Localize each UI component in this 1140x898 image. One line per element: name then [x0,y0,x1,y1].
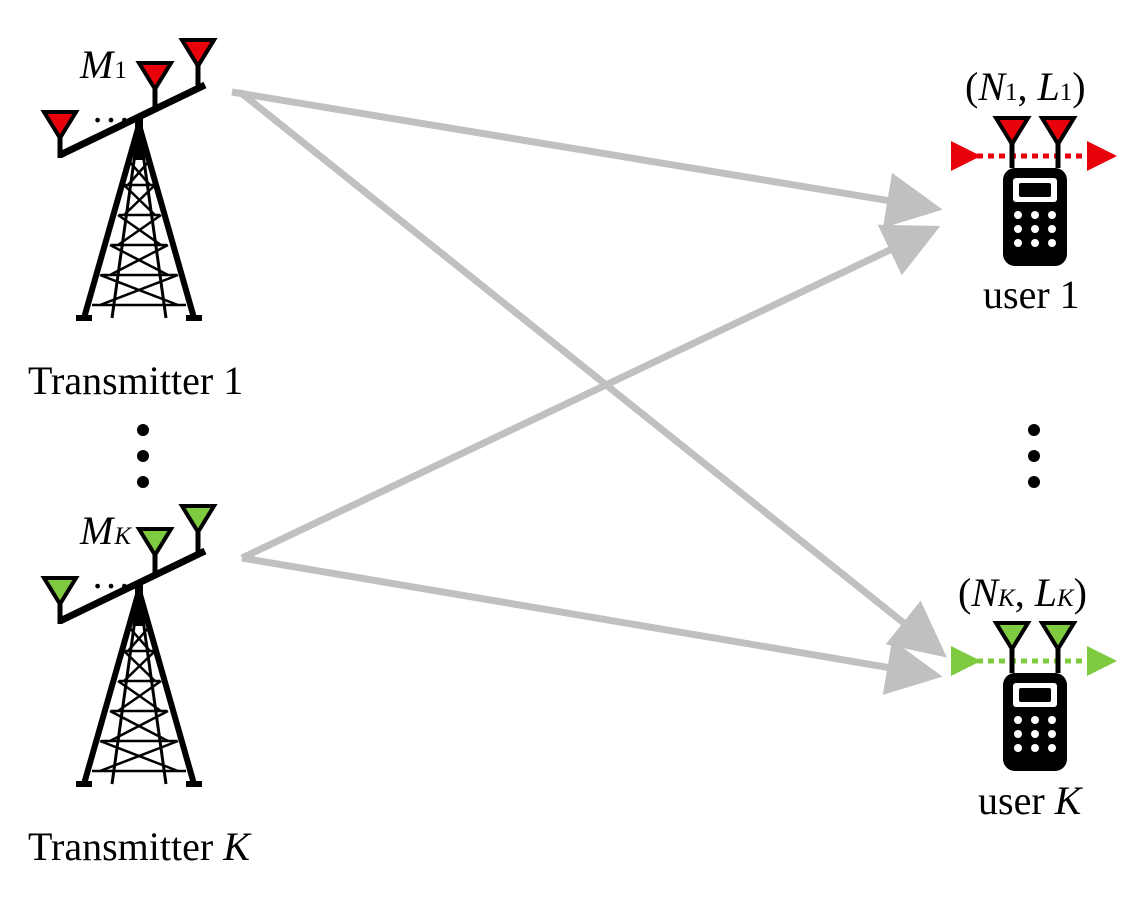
link-txK-user1 [240,224,941,562]
link-txK-userK [241,554,943,695]
channel-links [231,88,947,695]
link-tx1-user1 [231,88,943,229]
antenna-icons [40,504,218,608]
link-tx1-userK [237,89,947,658]
ellipsis-vertical-right [1028,424,1040,488]
user-params-label: (NK, LK) [958,570,1087,615]
transmitter-label: Transmitter K [28,824,252,869]
user-label: user 1 [983,272,1080,317]
user-label: user K [978,778,1084,823]
user-1: (N1, L1) user 1 [951,64,1117,317]
antenna-count-label: MK [79,508,132,553]
tower-icon [60,55,205,318]
transmitter-label: Transmitter 1 [28,358,243,403]
transmitter-K: … MK Transmitter K [28,504,252,869]
antenna-dots: … [91,86,131,131]
antenna-dots: … [91,552,131,597]
ellipsis-vertical-left [137,424,149,488]
antenna-icons [40,38,218,142]
antenna-count-label: M1 [79,42,127,87]
user-params-label: (N1, L1) [965,64,1086,109]
user-K: (NK, LK) user K [951,570,1117,823]
antenna-icons [992,116,1078,148]
transmitter-1: … M1 Transmitter 1 [28,38,243,403]
phone-icon [1003,140,1067,266]
tower-icon [60,521,205,784]
phone-icon [1003,645,1067,771]
antenna-icons [992,621,1078,653]
